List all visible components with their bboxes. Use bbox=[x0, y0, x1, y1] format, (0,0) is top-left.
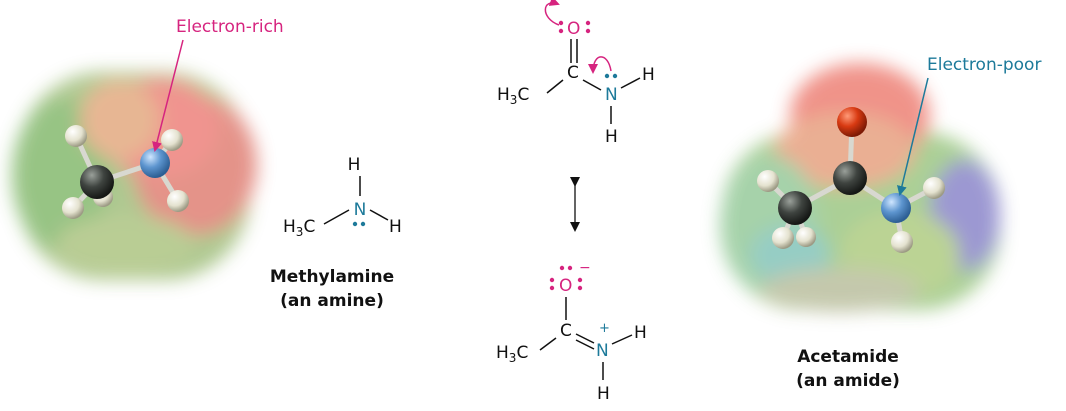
hydrogen-atom bbox=[891, 231, 913, 253]
atom-n: N bbox=[605, 85, 618, 105]
methylamine-structure: H N H3C H bbox=[283, 155, 402, 239]
nitrogen-atom bbox=[881, 193, 911, 223]
atom-c: C bbox=[560, 321, 572, 341]
positive-charge: + bbox=[599, 321, 610, 336]
methylamine-potential-map bbox=[12, 39, 257, 280]
atom-o: O bbox=[567, 19, 580, 39]
acetamide-resonance-top: O C H3C N H H bbox=[497, 0, 655, 147]
carbon-atom bbox=[80, 165, 114, 199]
curved-arrow-oxygen bbox=[544, 0, 560, 26]
electron-rich-pointer bbox=[152, 39, 184, 152]
methylamine-name: Methylamine bbox=[269, 267, 395, 287]
acetamide-caption: Acetamide (an amide) bbox=[778, 345, 918, 393]
hydrogen-atom bbox=[796, 227, 816, 247]
hydrogen-atom bbox=[167, 190, 189, 212]
curved-arrow-nitrogen bbox=[588, 56, 612, 74]
carbon-atom bbox=[833, 161, 867, 195]
methylamine-ball-and-stick bbox=[62, 125, 189, 219]
atom-o: O bbox=[559, 276, 572, 296]
carbon-atom bbox=[778, 191, 812, 225]
hydrogen-atom bbox=[772, 227, 794, 249]
hydrogen-atom bbox=[923, 177, 945, 199]
atom-h-bottom: H bbox=[605, 127, 618, 147]
atom-h-right: H bbox=[389, 217, 402, 237]
acetamide-potential-map bbox=[720, 63, 1000, 312]
electron-poor-pointer bbox=[897, 77, 929, 196]
hydrogen-atom bbox=[757, 170, 779, 192]
atom-h-top: H bbox=[348, 155, 361, 175]
electron-poor-label: Electron-poor bbox=[927, 55, 1042, 75]
acetamide-resonance-bottom: O − C H3C N + H H bbox=[496, 260, 647, 404]
electron-rich-label: Electron-rich bbox=[176, 17, 284, 37]
atom-h-right: H bbox=[634, 323, 647, 343]
negative-charge: − bbox=[579, 260, 591, 276]
svg-text:H3C: H3C bbox=[496, 343, 528, 365]
methylamine-class: (an amine) bbox=[280, 291, 384, 311]
acetamide-ball-and-stick bbox=[757, 107, 945, 253]
oxygen-atom bbox=[837, 107, 867, 137]
atom-n: N bbox=[354, 200, 367, 220]
svg-text:H3C: H3C bbox=[497, 85, 529, 107]
hydrogen-atom bbox=[161, 129, 183, 151]
hydrogen-atom bbox=[65, 125, 87, 147]
nitrogen-atom bbox=[140, 148, 170, 178]
methylamine-caption: Methylamine (an amine) bbox=[262, 265, 402, 313]
svg-text:H3C: H3C bbox=[283, 217, 315, 239]
hydrogen-atom bbox=[62, 197, 84, 219]
acetamide-name: Acetamide bbox=[797, 347, 899, 367]
acetamide-class: (an amide) bbox=[796, 371, 900, 391]
atom-c: C bbox=[567, 63, 579, 83]
atom-n: N bbox=[596, 341, 609, 361]
atom-h-right: H bbox=[642, 65, 655, 85]
atom-h-bottom: H bbox=[597, 384, 610, 404]
